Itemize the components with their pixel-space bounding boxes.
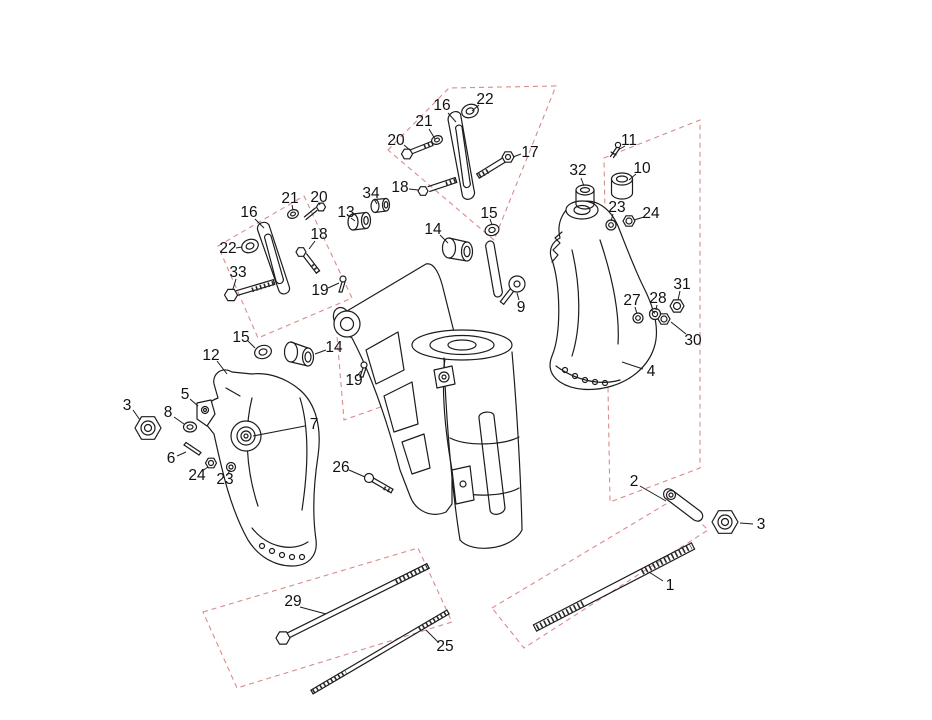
part-23-washer-upper	[605, 219, 617, 231]
part-10-bushing	[610, 172, 634, 200]
part-19-pin-lower	[359, 361, 368, 378]
callout-14-upper: 14	[424, 221, 442, 238]
part-1-pivot-shaft	[532, 542, 696, 632]
callout-32: 32	[569, 162, 586, 179]
part-18-bolt-upper	[417, 177, 458, 196]
callout-3-right: 3	[757, 516, 766, 533]
part-32-bushing	[575, 184, 595, 210]
callout-5: 5	[181, 386, 190, 403]
callout-19-upper: 19	[311, 282, 328, 299]
part-20-bolt-upper	[400, 140, 434, 160]
callout-34: 34	[362, 185, 380, 202]
part-swivel-bracket	[332, 240, 523, 549]
callout-17: 17	[521, 144, 538, 161]
callout-8: 8	[164, 404, 173, 421]
callout-27: 27	[623, 292, 640, 309]
callout-18-left: 18	[310, 226, 327, 243]
part-24-nut-left	[204, 457, 218, 469]
callout-2: 2	[630, 473, 639, 490]
part-6-pin	[183, 441, 202, 456]
callout-9: 9	[517, 299, 526, 316]
part-34-bushing	[370, 197, 391, 214]
callout-33: 33	[229, 264, 246, 281]
callout-21-left: 21	[281, 190, 298, 207]
callout-3-left: 3	[123, 397, 132, 414]
callout-16-left: 16	[240, 204, 257, 221]
part-27-washer	[632, 312, 644, 324]
part-3-nut-left	[134, 416, 162, 440]
part-4-right-bracket	[549, 200, 657, 391]
callout-10: 10	[633, 160, 651, 177]
callout-25: 25	[436, 638, 453, 655]
part-15-washer-upper	[484, 223, 500, 237]
part-31-nut	[669, 299, 685, 313]
callout-21-upper: 21	[415, 113, 432, 130]
part-28-lock-washer	[648, 307, 662, 321]
part-18-bolt-left	[295, 247, 321, 274]
part-26-bolt	[363, 472, 394, 494]
callout-20-upper: 20	[387, 132, 405, 149]
callout-6: 6	[167, 450, 176, 467]
part-16-link-upper	[447, 110, 476, 200]
callout-29: 29	[284, 593, 301, 610]
callout-16-upper: 16	[433, 97, 450, 114]
part-30-nut	[657, 313, 671, 325]
callout-30: 30	[684, 332, 702, 349]
part-3-nut-right	[711, 510, 739, 534]
part-24-nut-upper	[622, 215, 636, 227]
callout-4: 4	[647, 363, 656, 380]
part-7-bolt	[240, 430, 252, 442]
part-29-bolt	[275, 563, 430, 645]
callout-28: 28	[649, 290, 666, 307]
callout-12: 12	[202, 347, 219, 364]
part-13-bushing	[347, 211, 372, 231]
callout-11: 11	[621, 132, 637, 149]
part-16-link-left	[256, 221, 291, 295]
part-2-anchor-plate	[662, 488, 704, 522]
callout-18-upper: 18	[391, 179, 408, 196]
leader-lines	[132, 104, 754, 643]
callout-24-upper: 24	[642, 205, 660, 222]
part-9-pin	[499, 275, 526, 305]
part-14-bushing-upper	[441, 237, 474, 262]
callout-7: 7	[310, 416, 319, 433]
callouts: 20 21 16 22 17 18 11 32 10 34 13 23 24 1…	[123, 91, 766, 655]
part-14-bushing-left	[283, 341, 315, 367]
callout-23-upper: 23	[608, 199, 625, 216]
part-5-clamp	[196, 399, 216, 427]
part-22-washer-left	[241, 238, 259, 254]
callout-13: 13	[337, 204, 354, 221]
callout-1: 1	[666, 577, 675, 594]
part-23-washer-left	[225, 461, 237, 473]
part-25-rod	[310, 609, 450, 695]
callout-14-left: 14	[325, 339, 343, 356]
part-33-bolt	[223, 279, 276, 302]
part-15-washer-left	[254, 344, 272, 360]
callout-19-lower: 19	[345, 372, 362, 389]
callout-15-left: 15	[232, 329, 249, 346]
callout-20-left: 20	[310, 189, 328, 206]
part-21-washer-left	[287, 209, 299, 219]
part-12-left-bracket	[203, 369, 320, 567]
callout-22-left: 22	[219, 240, 236, 257]
callout-31: 31	[673, 276, 690, 293]
callout-22-upper: 22	[476, 91, 493, 108]
part-20-bolt-left	[303, 202, 327, 221]
callout-15-upper: 15	[480, 205, 497, 222]
part-17-bolt	[476, 151, 515, 179]
callout-26: 26	[332, 459, 349, 476]
part-8-washer	[182, 421, 198, 433]
callout-23-left: 23	[216, 471, 233, 488]
part-19-pin-upper	[338, 275, 347, 293]
part-22-washer-upper	[461, 103, 479, 119]
callout-24-left: 24	[188, 467, 206, 484]
